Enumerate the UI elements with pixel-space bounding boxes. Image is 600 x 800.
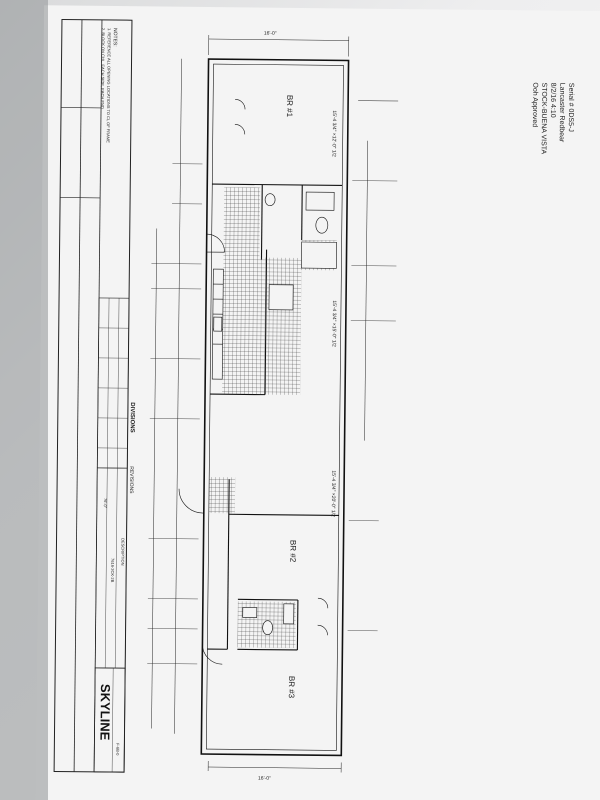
notes-heading: NOTES: [112,28,118,47]
revisions-label: REVISIONS [128,466,134,494]
model-number: 7616-3CK-2B [110,558,115,583]
house-outline [200,58,350,757]
notes-line-2: 2. BLOCK ON CHL. EACH SIDE, EACH END [100,28,106,109]
description-label: DESCRIPTION [120,538,125,565]
paper: NOTES: 1. REFERENCE ALL OPENING LOCATION… [35,5,600,800]
right-dim-c: 15'-4 3/4" ×20'-0" 1/2 [330,470,336,517]
division-label: DIVISIONS [129,402,135,432]
drawing-number: F-6B-0 [115,743,120,756]
approval-text: Ooh Approved [531,82,538,127]
bedroom-1-label: BR #1 [285,95,294,118]
title-block: SKYLINE F-6B-0 [93,667,126,773]
top-overall-dim: 16'-0" [264,31,277,37]
fixtures [211,191,337,635]
right-dim-a: 15'-4 3/4" ×12'-0" 1/2 [331,110,337,157]
background-corner [0,0,48,800]
bedroom-3-label: BR #3 [287,676,296,699]
size-value: 76'-0" [103,498,108,509]
bottom-overall-dim: 16'-0" [258,776,271,782]
date-text: 8/2/16 4:10 [549,83,556,118]
overall-dimensions [151,35,399,773]
right-dim-b: 15'-4 3/4" ×15'-0" 1/2 [331,300,337,347]
notes-line-1: 1. REFERENCE ALL OPENING LOCATIONS TO CL… [106,28,112,143]
bedroom-2-label: BR #2 [288,540,297,563]
minor-dimension-ticks [147,163,398,665]
model-text: Lancaster Redbear [558,83,566,143]
header-note: Serial # 0DS5-J Lancaster Redbear 8/2/16… [531,82,575,154]
skyline-logo: SKYLINE [97,684,113,741]
stock-text: STOCK-BUENA VISTA [540,82,548,154]
door-swings [178,99,329,665]
serial-text: Serial # 0DS5-J [567,83,575,132]
